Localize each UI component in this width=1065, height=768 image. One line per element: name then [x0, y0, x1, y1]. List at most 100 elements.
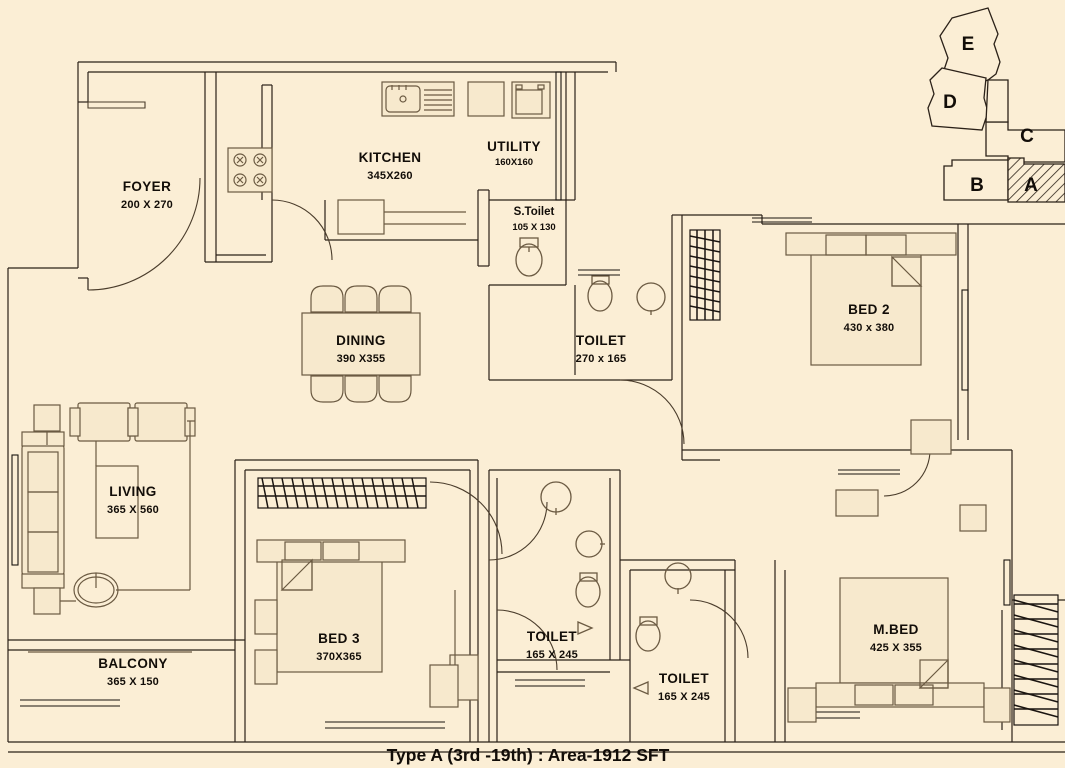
- kitchen-sink-icon: [381, 81, 455, 117]
- grille-elements: [257, 229, 1059, 726]
- living-furniture: [21, 402, 196, 615]
- label-name-bed3: BED 3: [318, 631, 360, 646]
- bed2-headboard: [785, 232, 957, 256]
- window-bed2: [961, 289, 969, 391]
- label-dim-kitchen: 345X260: [367, 170, 412, 182]
- label-dim-dining: 390 X355: [337, 353, 386, 365]
- doors: [87, 101, 931, 671]
- window-utility: [555, 71, 562, 201]
- room-label-toilet2: TOILET 165 X 245: [526, 629, 578, 661]
- window-bed2-top: [752, 217, 812, 223]
- mbed-door-swing: [883, 449, 931, 497]
- bed2-furniture: [785, 232, 987, 532]
- room-label-bed3: BED 3 370X365: [316, 631, 361, 663]
- room-labels: FOYER 200 X 270 KITCHEN 345X260 UTILITY …: [98, 139, 922, 703]
- grille-bed2-entry: [689, 229, 721, 321]
- living-side-table-2: [33, 587, 61, 615]
- living-center-rug: [95, 465, 139, 539]
- kitchen-basin-icon: [467, 81, 505, 117]
- keymap-label-C: C: [1020, 126, 1034, 147]
- bed3-nightstand-1: [254, 599, 278, 635]
- mbed-pillow-2: [894, 684, 934, 706]
- room-label-balcony: BALCONY 365 X 150: [98, 656, 168, 688]
- label-name-kitchen: KITCHEN: [359, 150, 422, 165]
- label-dim-balcony: 365 X 150: [107, 676, 159, 688]
- toilet3-washbasin-icon: [664, 562, 692, 594]
- room-label-mbed: M.BED 425 X 355: [870, 622, 922, 654]
- kitchen-door-swing: [271, 199, 333, 261]
- window-passage: [838, 469, 900, 475]
- entry-door-leaf: [87, 101, 146, 109]
- utility-cabinet: [429, 664, 459, 708]
- dining-table: [301, 312, 421, 376]
- kitchen-fixtures: [227, 81, 551, 235]
- label-dim-mbed: 425 X 355: [870, 642, 922, 654]
- toilet2-tap-icon: [577, 621, 594, 635]
- mbed-furniture: [787, 577, 1011, 723]
- grille-mbed: [1013, 594, 1059, 726]
- window-living: [11, 454, 19, 566]
- dining-chairs-top: [310, 285, 412, 313]
- keymap-label-A: A: [1024, 175, 1038, 196]
- label-name-dining: DINING: [336, 333, 386, 348]
- bed3-door-swing: [429, 481, 503, 555]
- room-label-kitchen: KITCHEN 345X260: [359, 150, 422, 182]
- bed3-headboard: [256, 539, 406, 563]
- dining-furniture: [301, 285, 421, 403]
- living-side-table-1: [33, 404, 61, 432]
- bed3-nightstand-2: [254, 649, 278, 685]
- living-sofa: [21, 431, 65, 589]
- toilet1-wc-icon: [587, 275, 613, 312]
- bed3-pillow-2: [322, 541, 360, 561]
- passage-washbasin-icon: [540, 481, 572, 515]
- bed2-pillow-2: [865, 234, 907, 256]
- label-name-toilet3: TOILET: [659, 671, 710, 686]
- room-label-living: LIVING 365 X 560: [107, 484, 159, 516]
- bathroom-fixtures: [515, 237, 692, 695]
- toilet2-washbasin-icon: [575, 530, 605, 558]
- living-armchair-2: [127, 402, 196, 442]
- room-label-foyer: FOYER 200 X 270: [121, 179, 173, 211]
- entry-door-swing: [87, 177, 201, 291]
- toilet3-tap-icon: [632, 681, 649, 695]
- mbed-pillow-1: [854, 684, 894, 706]
- room-label-toilet1: TOILET 270 x 165: [576, 333, 627, 365]
- grille-bed3: [257, 477, 427, 509]
- label-dim-bed3: 370X365: [316, 651, 361, 663]
- room-label-dining: DINING 390 X355: [336, 333, 386, 365]
- label-dim-living: 365 X 560: [107, 504, 159, 516]
- dining-chairs-bottom: [310, 375, 412, 403]
- label-dim-stoilet: 105 X 130: [512, 222, 555, 233]
- bed2-bed: [810, 252, 922, 366]
- label-name-bed2: BED 2: [848, 302, 890, 317]
- mbed-nightstand-2: [983, 687, 1011, 723]
- label-dim-foyer: 200 X 270: [121, 199, 173, 211]
- label-name-stoilet: S.Toilet: [514, 206, 555, 218]
- label-dim-utility: 160X160: [495, 157, 533, 168]
- keymap-label-E: E: [962, 34, 975, 55]
- toilet3-wc-icon: [635, 616, 661, 652]
- passage-console: [835, 489, 879, 517]
- label-dim-bed2: 430 x 380: [844, 322, 895, 334]
- label-name-balcony: BALCONY: [98, 656, 168, 671]
- window-toilet2: [515, 679, 585, 687]
- label-name-toilet2: TOILET: [527, 629, 578, 644]
- structural-walls: [7, 61, 1065, 753]
- toilet2-wc-icon: [575, 572, 601, 608]
- room-label-bed2: BED 2 430 x 380: [844, 302, 895, 334]
- kitchen-counter-unit: [337, 199, 385, 235]
- label-name-toilet1: TOILET: [576, 333, 627, 348]
- bed2-side-unit: [910, 419, 952, 455]
- toilet2-door-swing: [496, 609, 558, 671]
- mbed-nightstand-1: [787, 687, 817, 723]
- window-toilet1: [578, 269, 620, 276]
- window-bed3: [325, 721, 445, 729]
- bed3-bed: [276, 559, 383, 673]
- room-label-toilet3: TOILET 165 X 245: [658, 671, 710, 703]
- label-name-foyer: FOYER: [123, 179, 172, 194]
- keymap-label-D: D: [943, 92, 957, 113]
- label-dim-toilet2: 165 X 245: [526, 649, 578, 661]
- window-mbed-side: [1003, 559, 1011, 606]
